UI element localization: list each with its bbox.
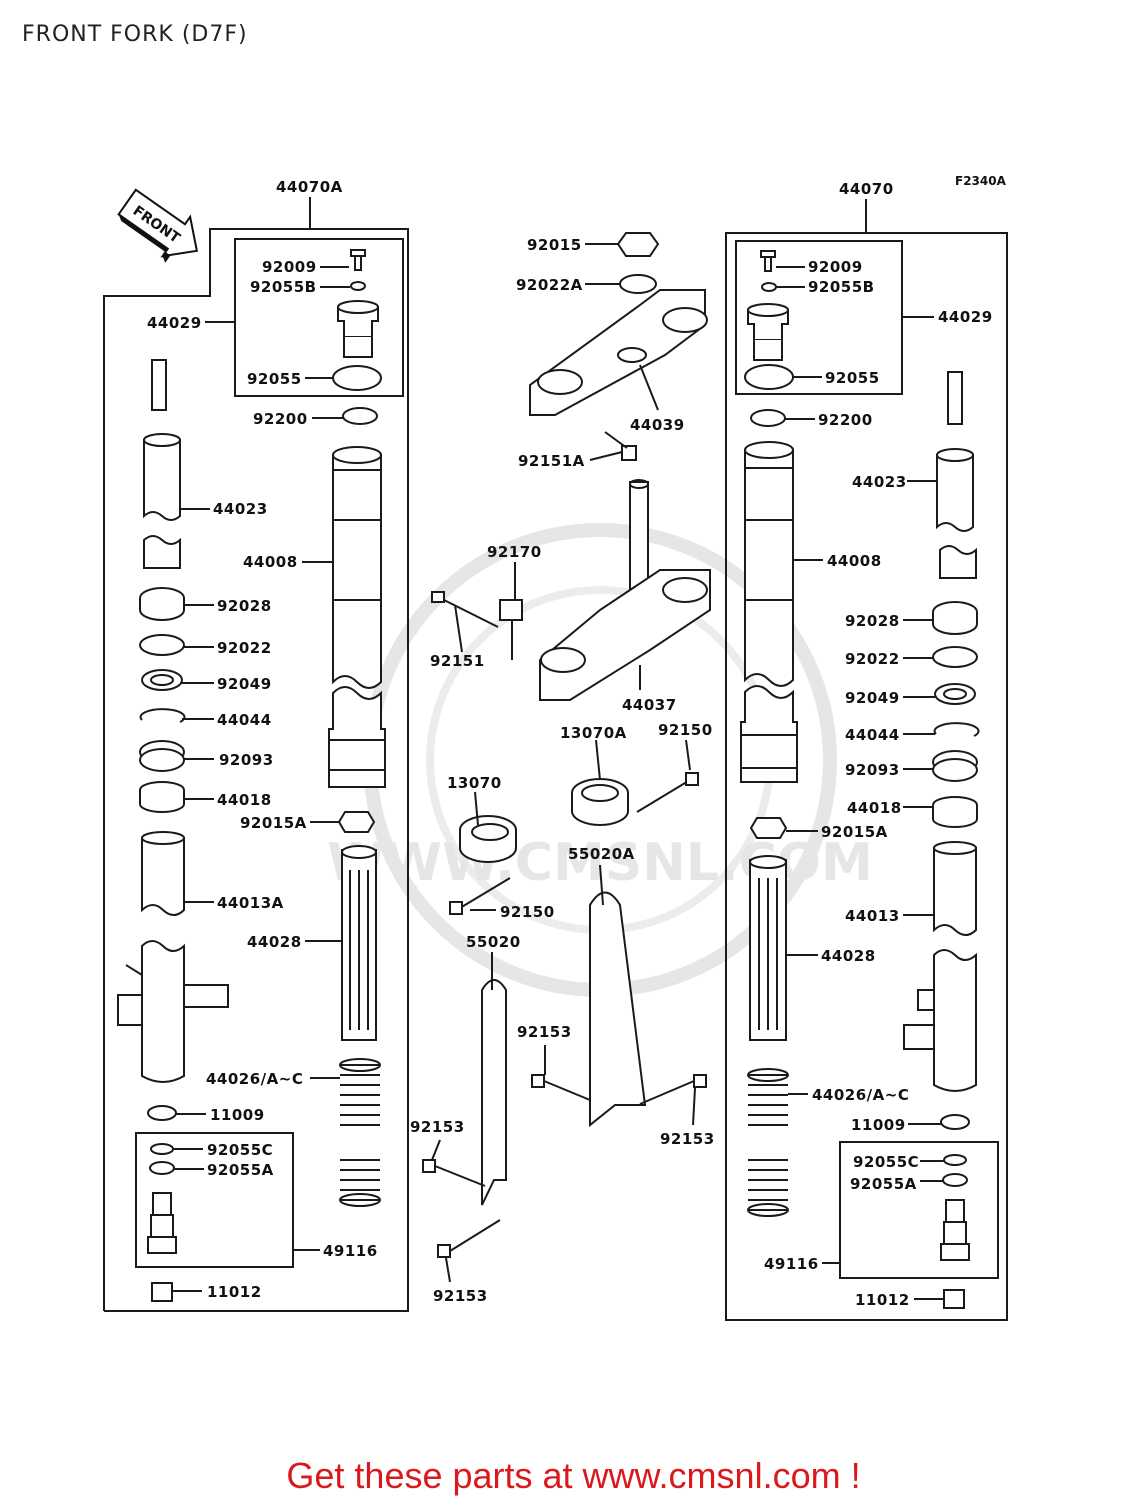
front-arrow-icon: FRONT bbox=[117, 188, 199, 263]
label-11012-right: 11012 bbox=[855, 1291, 910, 1309]
watermark-text: WWW.CMSNL.COM bbox=[327, 833, 872, 893]
label-44028-left: 44028 bbox=[247, 933, 302, 951]
right-spring-icon bbox=[747, 1068, 789, 1217]
label-92055A-left: 92055A bbox=[207, 1161, 274, 1179]
figure-code: F2340A bbox=[955, 174, 1007, 188]
label-44013A: 44013A bbox=[217, 894, 284, 912]
label-92153-c: 92153 bbox=[410, 1118, 465, 1136]
label-92015A-right: 92015A bbox=[821, 823, 888, 841]
label-92170: 92170 bbox=[487, 543, 542, 561]
label-44039: 44039 bbox=[630, 416, 685, 434]
label-92200-right: 92200 bbox=[818, 411, 873, 429]
label-92049-right: 92049 bbox=[845, 689, 900, 707]
label-92022A: 92022A bbox=[516, 276, 583, 294]
label-11009-right: 11009 bbox=[851, 1116, 906, 1134]
label-44070: 44070 bbox=[839, 180, 894, 198]
label-44026-left: 44026/A~C bbox=[206, 1070, 303, 1088]
left-spring-icon bbox=[339, 1058, 381, 1207]
page-title: FRONT FORK (D7F) bbox=[22, 22, 248, 47]
center-parts bbox=[422, 232, 711, 1283]
label-44026-right: 44026/A~C bbox=[812, 1086, 909, 1104]
label-92153-b: 92153 bbox=[660, 1130, 715, 1148]
label-92153-a: 92153 bbox=[517, 1023, 572, 1041]
label-44029-left: 44029 bbox=[147, 314, 202, 332]
label-92055B-right: 92055B bbox=[808, 278, 875, 296]
label-44028-right: 44028 bbox=[821, 947, 876, 965]
label-92150-lower: 92150 bbox=[500, 903, 555, 921]
label-92009-left: 92009 bbox=[262, 258, 317, 276]
label-44023-left: 44023 bbox=[213, 500, 268, 518]
label-92150-upper: 92150 bbox=[658, 721, 713, 739]
left-fork-assembly bbox=[103, 197, 409, 1312]
label-44013: 44013 bbox=[845, 907, 900, 925]
part-labels: 44070A 44070 92009 92055B 44029 92055 92… bbox=[147, 178, 993, 1309]
label-44070A: 44070A bbox=[276, 178, 343, 196]
label-44018-right: 44018 bbox=[847, 799, 902, 817]
label-92015A-left: 92015A bbox=[240, 814, 307, 832]
label-92028-left: 92028 bbox=[217, 597, 272, 615]
label-55020A: 55020A bbox=[568, 845, 635, 863]
label-11009-left: 11009 bbox=[210, 1106, 265, 1124]
label-92049-left: 92049 bbox=[217, 675, 272, 693]
label-44044-left: 44044 bbox=[217, 711, 272, 729]
label-44018-left: 44018 bbox=[217, 791, 272, 809]
label-92028-right: 92028 bbox=[845, 612, 900, 630]
footer-link[interactable]: Get these parts at www.cmsnl.com ! bbox=[286, 1455, 861, 1496]
label-44008-right: 44008 bbox=[827, 552, 882, 570]
label-92022-left: 92022 bbox=[217, 639, 272, 657]
label-92093-right: 92093 bbox=[845, 761, 900, 779]
label-49116-left: 49116 bbox=[323, 1242, 378, 1260]
label-92151: 92151 bbox=[430, 652, 485, 670]
right-fork-assembly bbox=[725, 199, 1008, 1321]
label-44008-left: 44008 bbox=[243, 553, 298, 571]
label-92022-right: 92022 bbox=[845, 650, 900, 668]
label-92055A-right: 92055A bbox=[850, 1175, 917, 1193]
label-92055C-left: 92055C bbox=[207, 1141, 273, 1159]
label-11012-left: 11012 bbox=[207, 1283, 262, 1301]
label-92055-right: 92055 bbox=[825, 369, 880, 387]
label-92055B-left: 92055B bbox=[250, 278, 317, 296]
label-92055C-right: 92055C bbox=[853, 1153, 919, 1171]
label-44023-right: 44023 bbox=[852, 473, 907, 491]
label-44029-right: 44029 bbox=[938, 308, 993, 326]
label-92151A: 92151A bbox=[518, 452, 585, 470]
label-92055-left: 92055 bbox=[247, 370, 302, 388]
label-44037: 44037 bbox=[622, 696, 677, 714]
label-55020: 55020 bbox=[466, 933, 521, 951]
label-92093-left: 92093 bbox=[219, 751, 274, 769]
label-92015: 92015 bbox=[527, 236, 582, 254]
label-92009-right: 92009 bbox=[808, 258, 863, 276]
label-49116-right: 49116 bbox=[764, 1255, 819, 1273]
label-92200-left: 92200 bbox=[253, 410, 308, 428]
label-44044-right: 44044 bbox=[845, 726, 900, 744]
label-13070A: 13070A bbox=[560, 724, 627, 742]
label-13070: 13070 bbox=[447, 774, 502, 792]
label-92153-d: 92153 bbox=[433, 1287, 488, 1305]
